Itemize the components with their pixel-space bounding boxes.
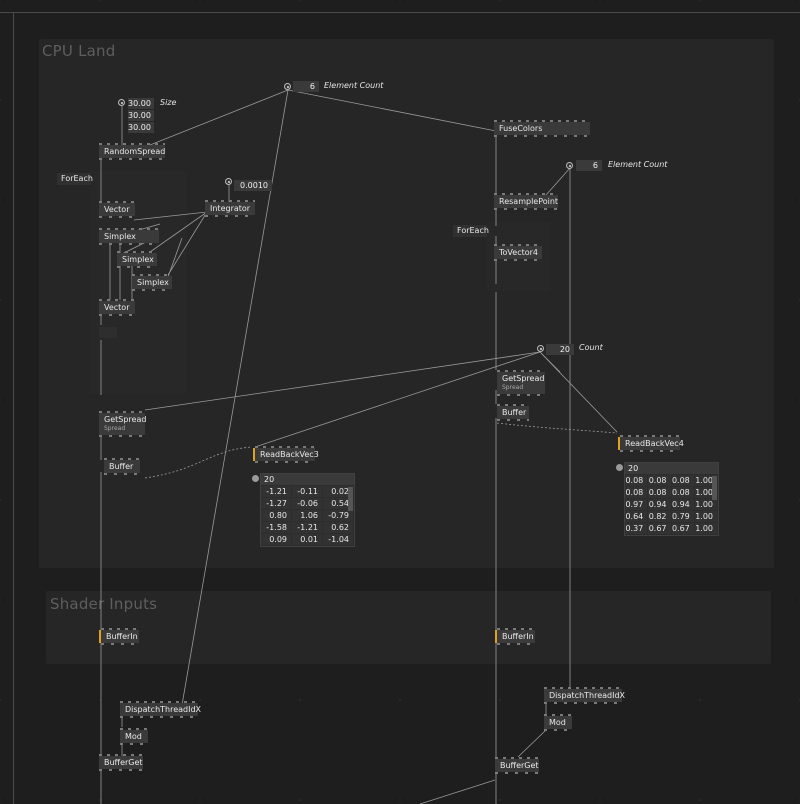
mod-right-node[interactable]: Mod	[544, 714, 572, 731]
frame-left	[13, 12, 14, 804]
random-spread-node[interactable]: RandomSpread	[99, 143, 165, 160]
buffer-in-left-node[interactable]: BufferIn	[99, 628, 139, 645]
resample-point-node[interactable]: ResamplePoint	[494, 193, 558, 210]
foreach-left-label[interactable]: ForEach	[57, 173, 93, 185]
vec4-table-pin[interactable]	[616, 464, 623, 471]
simplex-2-node[interactable]: Simplex	[117, 251, 157, 268]
element-count-left-label: Element Count	[324, 81, 384, 90]
get-spread-left-title: GetSpread	[104, 415, 147, 424]
vec3-table-pin[interactable]	[252, 475, 259, 482]
count-toggle[interactable]	[537, 345, 544, 352]
element-count-right-label: Element Count	[608, 160, 668, 169]
element-count-left-field[interactable]: 6	[293, 81, 319, 92]
buffer-right-node[interactable]: Buffer	[497, 404, 529, 421]
dispatch-thread-right-node[interactable]: DispatchThreadIdX	[544, 687, 625, 704]
buffer-get-right-node[interactable]: BufferGet	[495, 757, 539, 774]
integrator-value-field[interactable]: 0.0010	[234, 180, 272, 191]
count-label: Count	[579, 343, 603, 352]
read-back-vec3-node[interactable]: ReadBackVec3	[253, 446, 319, 463]
mod-left-node[interactable]: Mod	[120, 728, 148, 745]
dispatch-thread-left-node[interactable]: DispatchThreadIdX	[120, 701, 201, 718]
shader-inputs-region[interactable]	[46, 591, 771, 664]
cpu-land-title: CPU Land	[42, 42, 116, 60]
get-spread-left-sub: Spread	[104, 425, 126, 432]
foreach-right-label[interactable]: ForEach	[453, 225, 489, 237]
get-spread-right-node[interactable]: GetSpread Spread	[497, 370, 545, 396]
vec3-table-count: 20	[261, 474, 354, 485]
vector-bottom-node[interactable]: Vector	[99, 299, 135, 316]
integrator-node[interactable]: Integrator	[205, 200, 255, 217]
simplex-1-node[interactable]: Simplex	[99, 228, 159, 245]
frame-top	[0, 12, 800, 13]
vec3-table-scrollbar[interactable]	[348, 487, 353, 511]
vector-output-slot[interactable]	[99, 327, 117, 338]
element-count-right-field[interactable]: 6	[576, 160, 602, 171]
size-x-field[interactable]: 30.00	[128, 98, 154, 109]
size-label: Size	[160, 98, 177, 107]
buffer-get-left-node[interactable]: BufferGet	[99, 754, 143, 771]
count-field[interactable]: 20	[546, 344, 574, 355]
vec4-table-scrollbar[interactable]	[712, 476, 717, 500]
vector-top-node[interactable]: Vector	[99, 201, 135, 218]
to-vector4-node[interactable]: ToVector4	[494, 244, 542, 261]
size-toggle[interactable]	[118, 99, 125, 106]
get-spread-right-sub: Spread	[502, 384, 524, 391]
get-spread-left-node[interactable]: GetSpread Spread	[99, 411, 147, 437]
buffer-in-right-node[interactable]: BufferIn	[495, 628, 535, 645]
read-back-vec4-node[interactable]: ReadBackVec4	[618, 435, 684, 452]
buffer-left-node[interactable]: Buffer	[104, 458, 140, 475]
get-spread-right-title: GetSpread	[502, 374, 545, 383]
size-z-field[interactable]: 30.00	[128, 122, 154, 133]
size-y-field[interactable]: 30.00	[128, 110, 154, 121]
vec4-table-count: 20	[625, 463, 718, 474]
simplex-3-node[interactable]: Simplex	[132, 274, 172, 291]
shader-inputs-title: Shader Inputs	[50, 595, 158, 613]
element-count-left-toggle[interactable]	[284, 83, 291, 90]
fuse-colors-node[interactable]: FuseColors	[494, 120, 590, 137]
integrator-value-toggle[interactable]	[225, 178, 232, 185]
element-count-right-toggle[interactable]	[566, 162, 573, 169]
